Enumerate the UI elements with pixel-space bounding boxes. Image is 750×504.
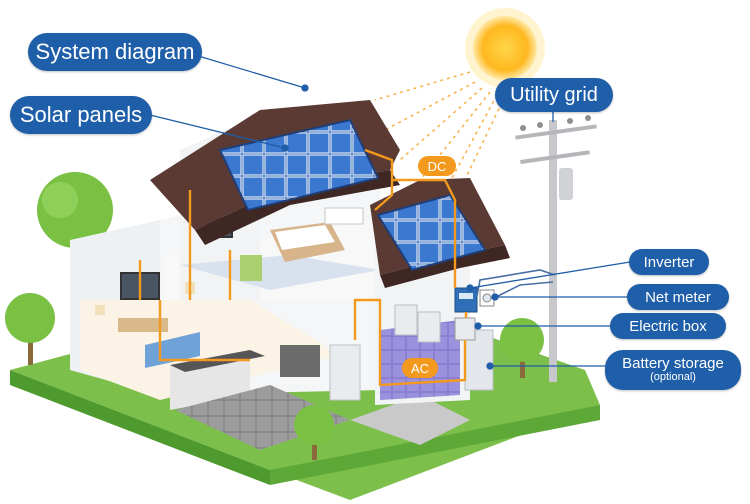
tree-right [500,318,544,378]
tree-left [37,172,113,270]
kitchen [170,344,361,410]
net-meter-unit [479,289,495,307]
grid-wires [476,269,556,299]
label-utility-grid: Utility grid [495,78,613,112]
utility-pole [515,115,597,382]
label-inverter: Inverter [629,249,709,275]
solar-panel-array-main [218,118,380,212]
wiring [138,148,468,387]
electric-box-unit [454,317,476,341]
label-system-diagram: System diagram [28,33,202,71]
battery-storage-title: Battery storage [622,355,724,373]
battery-storage-optional: (optional) [650,371,696,384]
label-ac: AC [402,358,438,378]
tree-front-left [5,293,55,365]
tree-front-center [294,405,334,460]
sun-icon [465,8,545,88]
label-solar-panels: Solar panels [10,96,152,134]
solar-panel-array-right [376,193,487,272]
inverter-unit [454,287,478,313]
callout-leaders [149,54,631,370]
label-battery-storage: Battery storage (optional) [605,350,741,390]
label-electric-box: Electric box [610,313,726,339]
label-dc: DC [418,156,456,176]
label-net-meter: Net meter [627,284,729,310]
